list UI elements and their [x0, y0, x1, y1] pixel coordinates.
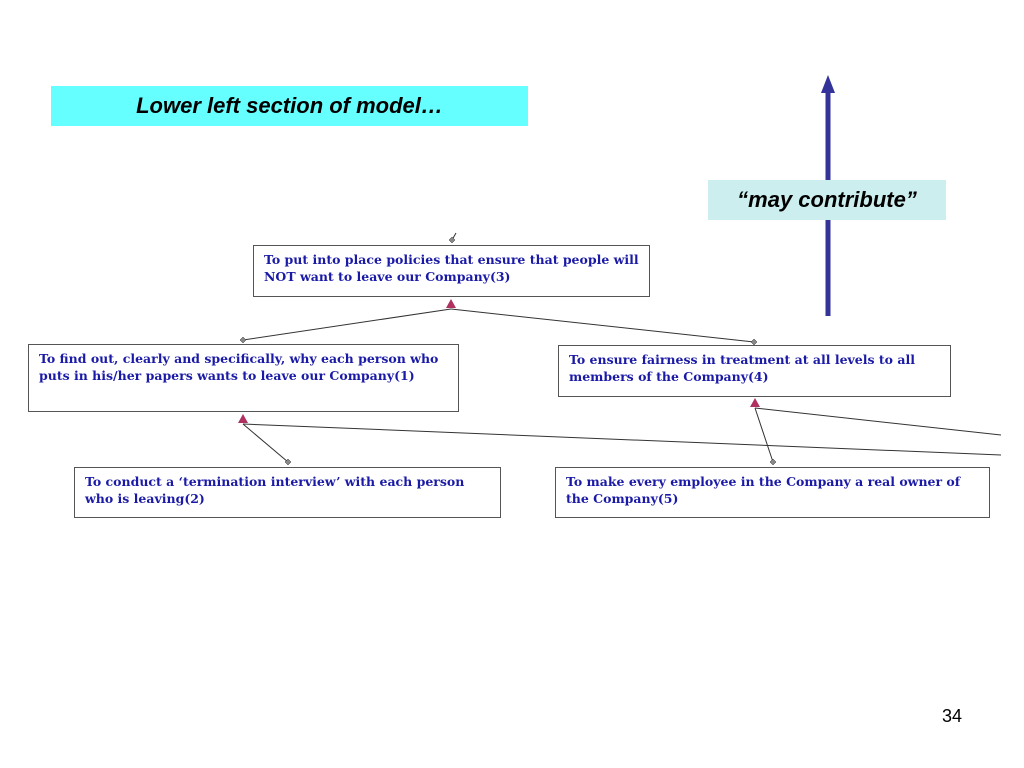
contribution-arrow-head: [821, 75, 835, 93]
node3-triangle: [446, 299, 456, 308]
node5-top-diamond: [769, 458, 777, 466]
page-number: 34: [941, 706, 962, 726]
node1-triangle: [238, 414, 248, 423]
connector-4-5: [754, 407, 774, 463]
legend-may-contribute: “may contribute”: [708, 180, 946, 220]
connector-3-1: [242, 308, 452, 341]
node3-top-diamond: [448, 236, 456, 244]
node-3: To put into place policies that ensure t…: [253, 245, 650, 297]
node-4: To ensure fairness in treatment at all l…: [558, 345, 951, 397]
node-2: To conduct a ‘termination interview’ wit…: [74, 467, 501, 518]
node2-top-diamond: [284, 458, 292, 466]
connector-1-2: [242, 423, 289, 463]
node-5: To make every employee in the Company a …: [555, 467, 990, 518]
connector-1-offpage: [242, 423, 1002, 456]
node-1: To find out, clearly and specifically, w…: [28, 344, 459, 412]
connector-4-offpage: [754, 407, 1002, 436]
node4-triangle: [750, 398, 760, 407]
node1-top-diamond: [239, 336, 247, 344]
connector-3-4: [450, 308, 755, 343]
slide-title: Lower left section of model…: [51, 86, 528, 126]
